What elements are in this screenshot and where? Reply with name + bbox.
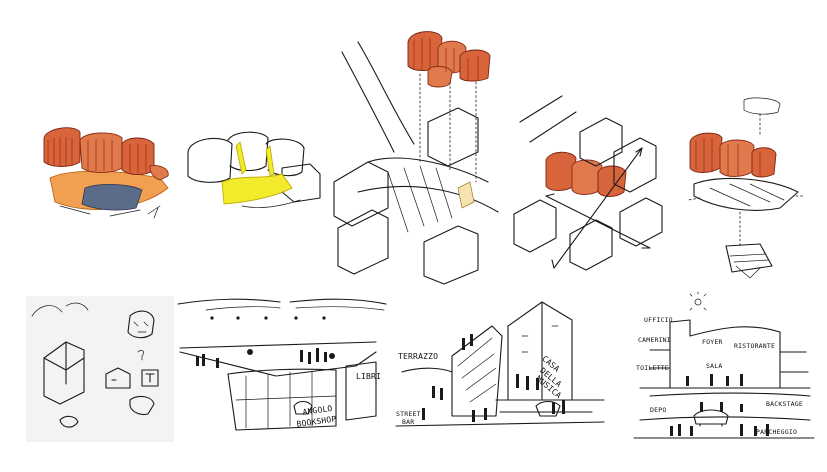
label-parcheggio: PARCHEGGIO (756, 428, 798, 436)
massing-sketch-yellow-circulation (182, 122, 327, 217)
label-depo: DEPO (650, 406, 667, 414)
exploded-diagram-sketch (680, 96, 810, 296)
massing-sketch-yellow-circulation-drawing (187, 131, 321, 208)
casa-della-musica-sketch: TERRAZZO CASA DELLA MUSICA STREET BAR (392, 296, 606, 442)
massing-sketch-red-orange-drawing (43, 127, 169, 219)
pencil-concept-sketch (26, 296, 174, 442)
label-terrazzo: TERRAZZO (398, 352, 439, 361)
exploded-diagram-sketch-drawing (687, 97, 805, 279)
label-camerini: CAMERINI (638, 336, 671, 344)
label-ufficio: UFFICIO (644, 316, 673, 324)
casa-della-musica-sketch-drawing (395, 301, 605, 427)
building-section-sketch: UFFICIO CAMERINI FOYER RISTORANTE TOILET… (630, 291, 818, 446)
label-street: STREET (396, 410, 421, 418)
label-backstage: BACKSTAGE (766, 400, 804, 408)
label-toilette: TOILETTE (636, 364, 669, 372)
label-foyer: FOYER (702, 338, 723, 346)
label-ristorante: RISTORANTE (734, 342, 776, 350)
label-sala: SALA (706, 362, 723, 370)
label-bar: BAR (402, 418, 415, 426)
building-section-sketch-drawing (633, 291, 815, 439)
label-libri: LIBRI (356, 372, 382, 381)
bookshop-perspective-sketch: LIBRI ANGOLO BOOKSHOP (176, 296, 390, 442)
bookshop-perspective-sketch-drawing (177, 298, 387, 431)
urban-axonometric-sketch (328, 12, 514, 290)
context-axis-sketch (510, 92, 670, 282)
context-axis-sketch-drawing (513, 95, 663, 271)
pencil-concept-sketch-drawing (31, 302, 159, 428)
massing-sketch-red-orange (30, 118, 180, 228)
urban-axonometric-sketch-drawing (333, 31, 499, 285)
